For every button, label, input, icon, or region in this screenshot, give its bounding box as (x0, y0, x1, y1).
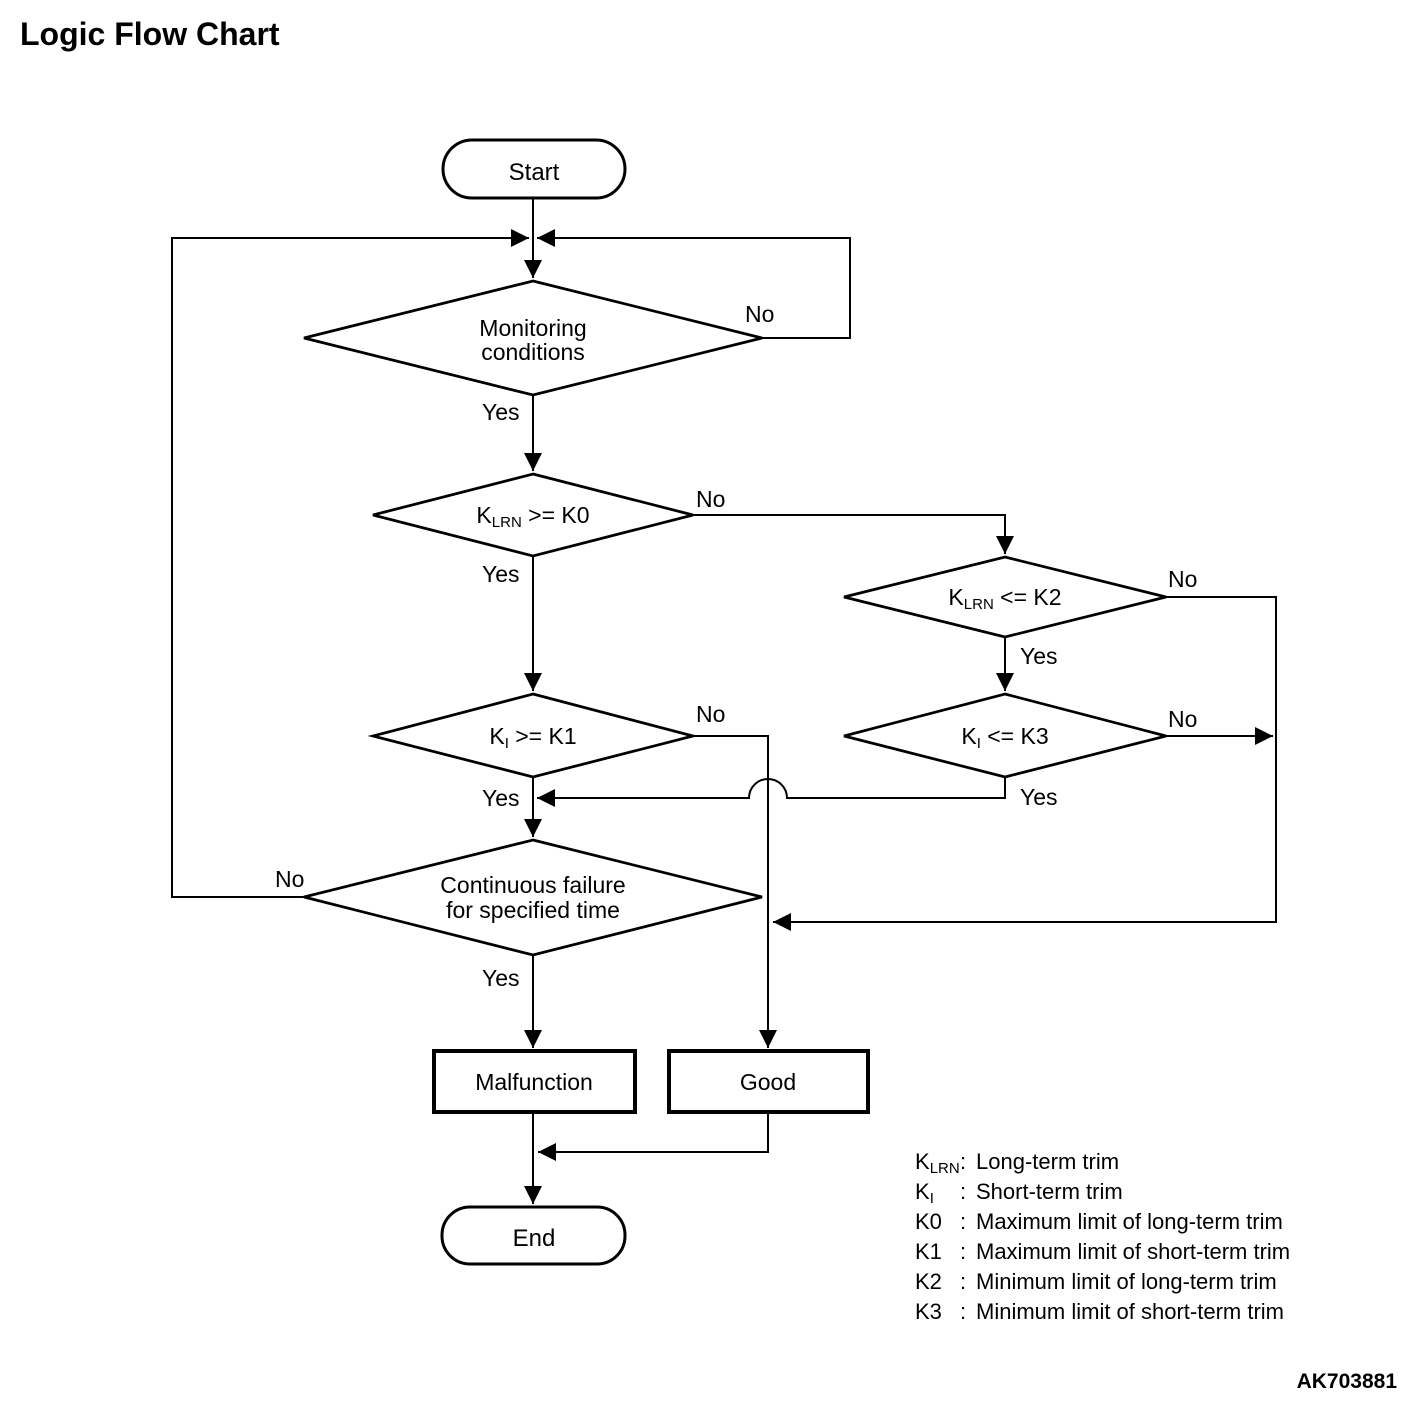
continuous-label-line2: for specified time (446, 897, 620, 923)
start-node (441, 138, 627, 200)
label-klrn-le-k2-yes: Yes (1020, 643, 1058, 669)
label-ki-ge-k1-no: No (696, 701, 725, 727)
label-continuous-yes: Yes (482, 965, 520, 991)
start-label: Start (509, 159, 560, 186)
klrn-ge-k0-label: KLRN >= K0 (476, 502, 589, 531)
monitoring-label-line2: conditions (481, 339, 585, 365)
figure-code: AK703881 (1297, 1370, 1398, 1393)
good-label: Good (740, 1069, 796, 1095)
label-monitoring-no: No (745, 301, 774, 327)
label-klrn-le-k2-no: No (1168, 566, 1197, 592)
label-ki-ge-k1-yes: Yes (482, 785, 520, 811)
page-title: Logic Flow Chart (20, 16, 280, 52)
legend-row-k0: K0:Maximum limit of long-term trim (915, 1209, 1283, 1234)
good-node (667, 1049, 870, 1114)
legend-row-k1: K1:Maximum limit of short-term trim (915, 1239, 1290, 1264)
label-monitoring-yes: Yes (482, 399, 520, 425)
monitoring-conditions-decision (303, 279, 763, 397)
edge-monitoring-no-loop (537, 229, 851, 339)
end-label: End (513, 1225, 556, 1252)
edge-ki-ge-k1-no (693, 735, 777, 1048)
continuous-label-line1: Continuous failure (440, 872, 625, 898)
label-ki-le-k3-no: No (1168, 706, 1197, 732)
ki-le-k3-decision (843, 692, 1167, 779)
continuous-failure-decision (303, 838, 763, 957)
end-node (440, 1205, 627, 1266)
edge-klrn-le-k2-no (773, 596, 1277, 931)
edge-good-to-end (538, 1112, 769, 1161)
monitoring-label-line1: Monitoring (479, 315, 586, 341)
edge-continuous-no-loop (171, 229, 529, 898)
label-klrn-ge-k0-no: No (696, 486, 725, 512)
klrn-le-k2-decision (843, 555, 1167, 639)
ki-le-k3-label: KI <= K3 (961, 723, 1048, 752)
ki-ge-k1-decision (367, 692, 699, 779)
klrn-le-k2-label: KLRN <= K2 (948, 584, 1061, 613)
malfunction-label: Malfunction (475, 1069, 593, 1095)
klrn-ge-k0-decision (372, 472, 694, 558)
label-ki-le-k3-yes: Yes (1020, 784, 1058, 810)
edge-klrn-ge-k0-no (693, 514, 1014, 554)
legend-row-k2: K2:Minimum limit of long-term trim (915, 1269, 1277, 1294)
legend-row-ki: KI:Short-term trim (915, 1179, 1123, 1207)
malfunction-node (432, 1049, 637, 1114)
ki-ge-k1-label: KI >= K1 (489, 723, 576, 752)
legend-row-k3: K3:Minimum limit of short-term trim (915, 1299, 1284, 1324)
legend: KLRN:Long-term trim KI:Short-term trim K… (915, 1149, 1290, 1324)
edge-ki-le-k3-yes (537, 777, 1006, 807)
label-continuous-no: No (275, 866, 304, 892)
label-klrn-ge-k0-yes: Yes (482, 561, 520, 587)
legend-row-klrn: KLRN:Long-term trim (915, 1149, 1119, 1177)
